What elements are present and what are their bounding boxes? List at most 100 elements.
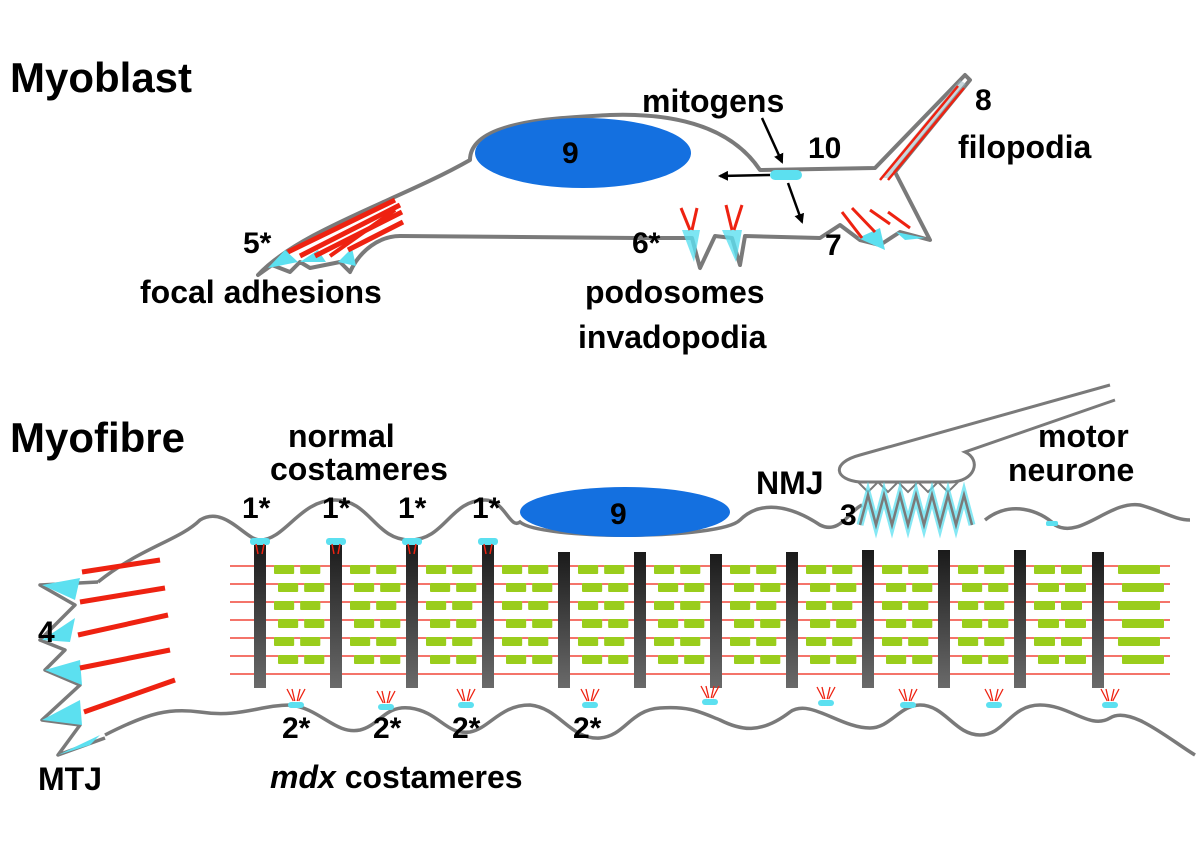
myofibril-block bbox=[350, 565, 371, 574]
mdx-costamere-link bbox=[585, 688, 590, 702]
mdx-costamere-link bbox=[590, 688, 595, 702]
myofibril-block bbox=[912, 583, 933, 592]
myofibril-block bbox=[958, 637, 979, 646]
myofibril-block bbox=[456, 583, 477, 592]
z-disc bbox=[1014, 550, 1026, 688]
myoblast-cell bbox=[256, 73, 972, 277]
label-podosomes: podosomes bbox=[585, 274, 765, 310]
myofibril-block bbox=[1118, 565, 1160, 574]
mdx-costamere-link bbox=[1105, 688, 1110, 702]
membrane-plaque bbox=[1046, 521, 1058, 526]
signal-arrow-left bbox=[718, 170, 771, 181]
myofibril-block bbox=[304, 583, 325, 592]
z-disc bbox=[710, 554, 722, 688]
myofibril-block bbox=[806, 601, 827, 610]
myoblast-title: Myoblast bbox=[10, 54, 192, 101]
myofibril-block bbox=[380, 655, 401, 664]
myofibril-block bbox=[300, 601, 321, 610]
myofibril-block bbox=[376, 601, 397, 610]
myofibril-block bbox=[1122, 619, 1164, 628]
mdx-costamere-link bbox=[996, 688, 1004, 702]
myofibril-block bbox=[604, 601, 625, 610]
myofibril-block bbox=[1065, 655, 1086, 664]
fibre-top-membrane-right bbox=[983, 502, 1191, 531]
normal-costamere-plaque bbox=[326, 538, 346, 545]
label-neurone: neurone bbox=[1008, 452, 1134, 488]
costamere-link bbox=[337, 543, 341, 555]
mdx-costamere-link bbox=[828, 686, 836, 700]
myofibril-block bbox=[304, 619, 325, 628]
z-disc bbox=[558, 552, 570, 688]
myofibril-block bbox=[988, 655, 1009, 664]
myofibril-block bbox=[962, 619, 983, 628]
z-disc bbox=[254, 542, 266, 688]
costamere-link bbox=[255, 543, 259, 555]
marker-2-a: 2* bbox=[282, 712, 311, 745]
myofibril-block bbox=[608, 583, 629, 592]
myofibril-block bbox=[278, 619, 299, 628]
myofibril-block bbox=[832, 601, 853, 610]
mtj-adhesions bbox=[42, 557, 176, 755]
mdx-costamere-plaque bbox=[378, 704, 394, 710]
myofibril-block bbox=[430, 619, 451, 628]
nmj-folds-upper bbox=[857, 480, 959, 494]
myofibril-block bbox=[658, 619, 679, 628]
myofibril-block bbox=[654, 565, 675, 574]
myofibril-block bbox=[304, 655, 325, 664]
mdx-costamere-link bbox=[466, 688, 471, 702]
myofibril-block bbox=[502, 601, 523, 610]
marker-2-b: 2* bbox=[373, 712, 402, 745]
myofibril-block bbox=[1038, 655, 1059, 664]
myofibril-block bbox=[684, 619, 705, 628]
mdx-costamere-link bbox=[821, 686, 826, 700]
label-mdx-word: mdx bbox=[270, 759, 337, 795]
mdx-costamere-link bbox=[712, 685, 720, 699]
myofibril-block bbox=[756, 601, 777, 610]
mdx-costamere-link bbox=[908, 688, 913, 702]
myofibril-block bbox=[958, 565, 979, 574]
myofibril-block bbox=[680, 637, 701, 646]
myofibril-block bbox=[882, 601, 903, 610]
myofibril-block bbox=[836, 619, 857, 628]
myofibril-block bbox=[832, 637, 853, 646]
myofibril-block bbox=[582, 583, 603, 592]
myofibril-block bbox=[908, 637, 929, 646]
mdx-costamere-link bbox=[705, 685, 710, 699]
mdx-costamere-plaque bbox=[818, 700, 834, 706]
myofibril-block bbox=[380, 583, 401, 592]
marker-1-c: 1* bbox=[398, 492, 427, 525]
myofibril-block bbox=[278, 655, 299, 664]
myofibril-block bbox=[354, 655, 375, 664]
fibre-top-membrane bbox=[96, 498, 863, 584]
myofibril-block bbox=[274, 601, 295, 610]
myofibril-block bbox=[730, 565, 751, 574]
marker-2-d: 2* bbox=[573, 712, 602, 745]
z-disc bbox=[634, 552, 646, 688]
mdx-costamere-link bbox=[286, 688, 294, 702]
mdx-costamere-link bbox=[468, 688, 476, 702]
label-mtj: MTJ bbox=[38, 761, 102, 797]
z-disc bbox=[1092, 552, 1104, 688]
mdx-costamere-link bbox=[903, 688, 908, 702]
myofibril-block bbox=[608, 619, 629, 628]
myofibril-block bbox=[810, 655, 831, 664]
sarcomere-array bbox=[230, 542, 1170, 688]
mdx-costamere-plaque bbox=[458, 702, 474, 708]
mdx-costamere-plaque bbox=[582, 702, 598, 708]
myofibril-block bbox=[984, 565, 1005, 574]
label-5: 5* bbox=[243, 227, 272, 260]
myofibril-block bbox=[532, 583, 553, 592]
mdx-costamere-link bbox=[816, 686, 824, 700]
mitogen-arrow-in bbox=[760, 117, 784, 164]
myofibril-block bbox=[608, 655, 629, 664]
costamere-array bbox=[250, 521, 1120, 710]
normal-costamere-plaque bbox=[250, 538, 270, 545]
myofibril-block bbox=[1122, 583, 1164, 592]
myofibril-block bbox=[354, 583, 375, 592]
myofibril-block bbox=[680, 565, 701, 574]
marker-1-a: 1* bbox=[242, 492, 271, 525]
myofibril-block bbox=[756, 637, 777, 646]
myofibril-block bbox=[426, 565, 447, 574]
mdx-costamere-link bbox=[1110, 688, 1115, 702]
costamere-link bbox=[413, 543, 417, 555]
